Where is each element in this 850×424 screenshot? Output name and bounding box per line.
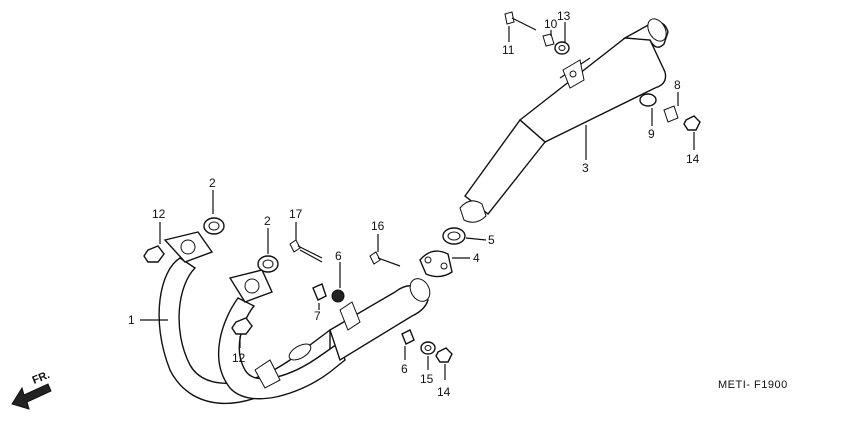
label-part-1: 1 [128,313,135,327]
label-part-14a: 14 [686,152,700,166]
collar-8 [663,105,679,123]
bolt-11 [504,11,537,31]
nut-6a [331,289,345,303]
label-part-3: 3 [582,161,589,175]
label-part-16: 16 [371,219,385,233]
gasket-2b [257,255,279,273]
bolt-16 [369,251,401,267]
front-arrow-icon [11,383,52,410]
label-part-2a: 2 [209,176,216,190]
label-part-11: 11 [502,43,515,57]
label-part-2b: 2 [264,214,271,228]
leader-lines [140,22,695,380]
label-part-12a: 12 [152,207,166,221]
label-part-6b: 6 [401,362,408,376]
bolt-6b [401,329,415,345]
flange-rear [228,269,273,303]
label-part-9: 9 [648,127,655,141]
label-part-7: 7 [314,309,321,323]
label-part-17: 17 [289,207,303,221]
label-part-13: 13 [557,9,571,23]
collar-10 [542,33,555,47]
nut-12a [143,245,165,263]
clamp-4 [419,250,453,278]
diagram-code: METI- F1900 [718,379,788,391]
part-labels: 1 2 2 3 4 5 6 6 7 8 9 10 11 12 12 13 14 … [128,9,700,399]
washer-15 [420,341,436,355]
nut-12b [231,317,253,335]
label-part-12b: 12 [232,351,246,365]
muffler [459,18,669,223]
gasket-5 [442,227,466,245]
rubber-9 [639,93,657,107]
label-part-5: 5 [488,233,495,247]
label-part-4: 4 [473,251,480,265]
front-arrow: FR. [11,369,52,410]
collar-7 [312,283,327,301]
flange-front [163,231,214,263]
label-part-15: 15 [420,372,434,386]
label-part-8: 8 [674,78,681,92]
label-part-6a: 6 [335,249,342,263]
gasket-2a [203,217,225,235]
label-part-10: 10 [544,17,558,31]
label-part-14b: 14 [437,385,451,399]
nut-14a [683,115,701,131]
nut-14b [435,347,453,363]
bolt-17 [289,239,323,263]
washer-13 [554,41,570,55]
exhaust-pipes [158,257,431,405]
